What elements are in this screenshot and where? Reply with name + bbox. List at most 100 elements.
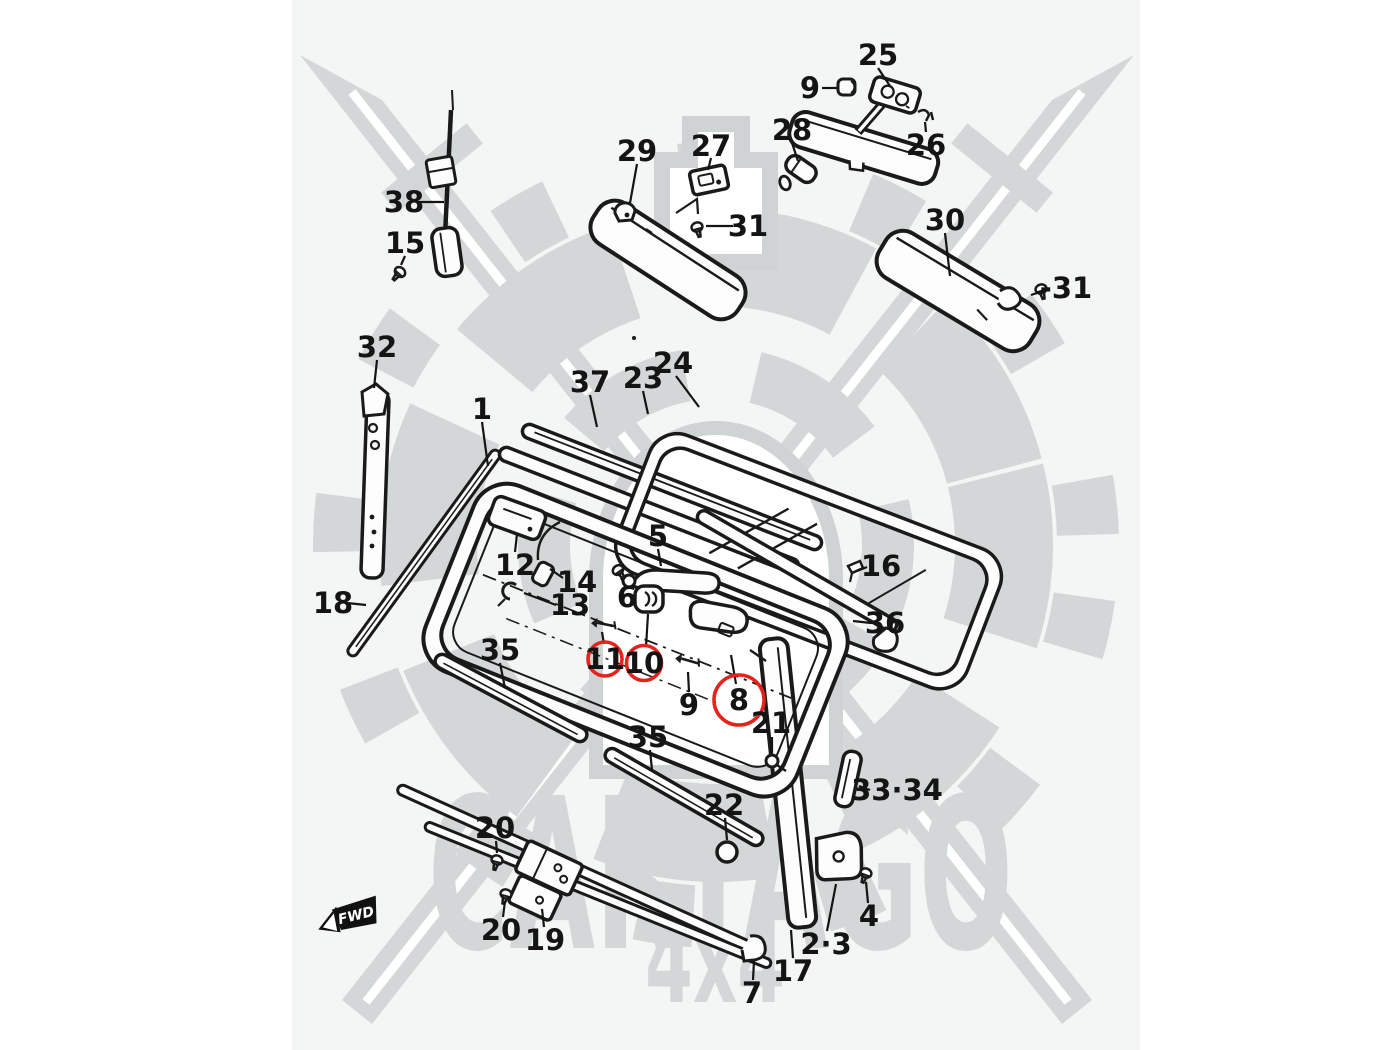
callout-leader-7 <box>751 960 756 981</box>
callout-leader-18 <box>346 601 367 607</box>
callout-leader-5 <box>656 548 663 567</box>
callout-label-20: 20 <box>481 913 521 947</box>
callout-leader--31 <box>1030 288 1047 297</box>
part-13-hook <box>497 581 517 607</box>
callout-label-11: 11 <box>585 642 625 676</box>
fwd-marker: FWD <box>318 895 377 933</box>
callout-leader-20 <box>501 900 507 918</box>
highlight-circle-11 <box>586 640 624 678</box>
callout-label-9: 9 <box>800 71 820 105</box>
part-10-grommet <box>633 584 665 614</box>
callout-label-1: 1 <box>472 392 492 426</box>
highlight-circle-8 <box>712 673 766 727</box>
callout-leader-13 <box>523 591 557 607</box>
callout-label-13: 13 <box>550 588 590 622</box>
callout-label-35: 35 <box>628 720 668 754</box>
callout-label-10: 10 <box>624 646 664 680</box>
callout-label-12: 12 <box>495 548 535 582</box>
callout-label--31: -31 <box>1040 271 1092 305</box>
part-26-screw <box>905 105 935 122</box>
callout-label-20: 20 <box>475 811 515 845</box>
callout-label-23: 23 <box>623 361 663 395</box>
part-35-strip-lower <box>603 746 765 848</box>
part-23-24-window-frame <box>614 432 1004 691</box>
castle-tower-icon <box>654 116 778 270</box>
part-21-pin <box>764 753 787 773</box>
callout-label-38: 38 <box>384 185 424 219</box>
callout-leader-35 <box>498 662 507 689</box>
callout-leader-22 <box>723 817 729 841</box>
callout-leader-33·34 <box>858 784 871 792</box>
part-30-sunvisor-right <box>874 228 1051 354</box>
callout-label-30: 30 <box>925 203 965 237</box>
callout-label-16: 16 <box>861 549 901 583</box>
callout-leader-30 <box>943 232 952 277</box>
callout-label-22: 22 <box>704 788 744 822</box>
highlight-circle-10 <box>624 643 664 683</box>
callout-label-15: 15 <box>385 226 425 260</box>
callout-label-18: 18 <box>313 586 353 620</box>
stray-dot <box>632 336 636 340</box>
part-2-3-bracket <box>814 830 864 882</box>
part-27-clip <box>687 163 731 197</box>
callout-label-27: 27 <box>691 129 731 163</box>
callout-label-21: 21 <box>751 706 791 740</box>
part-36-molding <box>695 509 899 653</box>
part-18-strip <box>346 448 502 658</box>
part-12-plate <box>486 494 548 542</box>
callout-leader-26 <box>923 121 928 133</box>
callout-label-28: 28 <box>772 113 812 147</box>
part-35-strip-upper <box>433 652 589 744</box>
part-19-hinge <box>507 839 584 922</box>
callout-label-29: 29 <box>617 134 657 168</box>
callout-label-5: 5 <box>648 519 668 553</box>
callout-leader-1 <box>480 421 490 467</box>
callout-label-17: 17 <box>773 954 813 988</box>
callout-label-35: 35 <box>480 633 520 667</box>
callout-leader-24 <box>675 375 700 408</box>
part-29-sunvisor-left <box>588 197 748 322</box>
part-mirror-assembly <box>787 75 941 186</box>
callout-label-2·3: 2·3 <box>800 927 851 961</box>
callout-label-14: 14 <box>557 565 597 599</box>
callout-label-24: 24 <box>653 346 693 380</box>
part-33-34-pad <box>833 749 863 809</box>
callout-leader-20 <box>494 840 499 854</box>
callout-leader-36 <box>852 619 872 625</box>
part-9-cap <box>836 77 857 97</box>
callout-label-37: 37 <box>570 365 610 399</box>
callout-leader-10 <box>644 613 650 648</box>
callout-leader-6 <box>620 577 626 586</box>
part-7-sill-strip <box>423 821 773 969</box>
line-art <box>346 75 1051 969</box>
part-38-stay <box>424 89 464 279</box>
part-22-grommet <box>715 840 739 864</box>
callout-leader-28 <box>790 142 800 162</box>
part-28-holder <box>778 153 818 192</box>
callout-leader-29 <box>628 163 639 204</box>
callout-leader-2·3 <box>825 883 838 932</box>
callout-leader-4 <box>864 881 870 904</box>
fwd-arrow-body <box>331 895 377 931</box>
callout-leader-19 <box>540 908 546 928</box>
callout-label-8: 8 <box>729 683 749 717</box>
callout-leader-15 <box>399 255 407 266</box>
callout-label-36: 36 <box>865 606 905 640</box>
callout-label-19: 19 <box>525 923 565 957</box>
callout-label-25: 25 <box>858 38 898 72</box>
callout-label-32: 32 <box>357 330 397 364</box>
callout-label-4: 4 <box>859 899 879 933</box>
callout-leader-23 <box>641 390 650 415</box>
callout-label-7: 7 <box>742 976 762 1010</box>
callout-leader-8 <box>729 654 738 685</box>
callout-leader-35 <box>648 749 654 771</box>
part-1-windshield-frame <box>421 481 850 799</box>
callout-leader-32 <box>372 359 379 389</box>
callout-leader-17 <box>789 929 795 959</box>
part-37-rail <box>497 422 824 575</box>
callout-label-31: 31 <box>728 209 768 243</box>
callout-leader-12 <box>513 533 519 553</box>
